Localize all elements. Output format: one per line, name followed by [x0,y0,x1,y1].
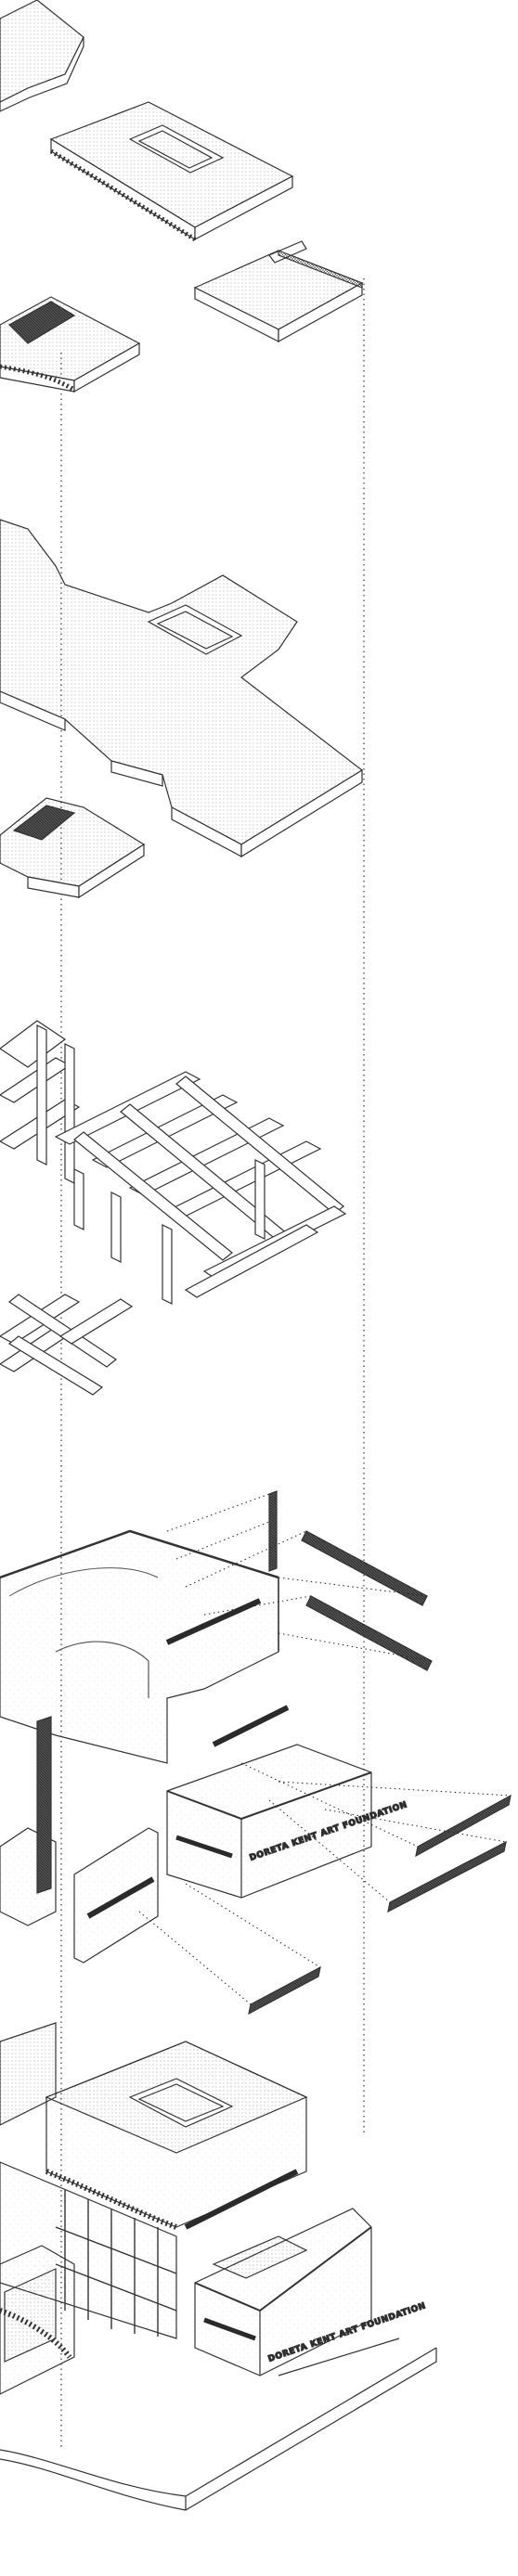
roof-slab-top-left [0,0,84,112]
site-ground-plane [0,2338,437,2511]
structural-frame-lower [0,1294,134,1396]
structural-frame-grid [54,1071,347,1305]
floor-slab-small [0,797,146,899]
projection-lines [138,1493,512,2005]
annex-volume: DORETA KENT ART FOUNDATION [166,1744,409,1899]
exploded-glazing-panels [248,1490,512,2016]
assembled-building: DORETA KENT ART FOUNDATION [0,2022,428,2395]
roof-slab-small-right [193,240,364,343]
wall-side-panel [0,1716,57,1926]
roof-slab-with-skylight [49,101,294,242]
roof-slab-dark-terrace [0,296,141,393]
floor-slab-main [0,519,364,858]
wall-envelope-main [0,1529,290,1764]
structural-frame-upper [0,1020,81,1184]
entrance-frame [73,1827,159,1964]
